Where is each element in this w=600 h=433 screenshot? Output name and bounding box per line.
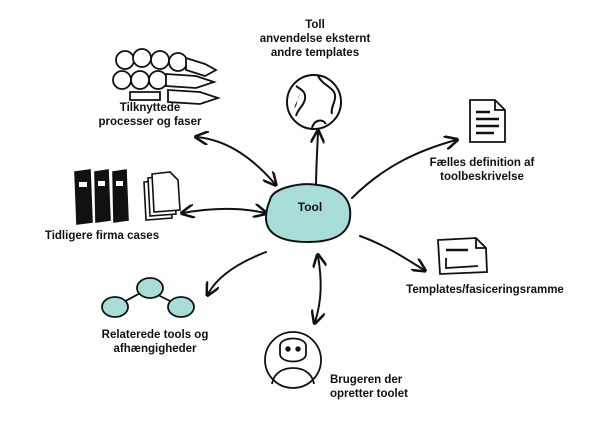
label-templates: Templates/fasiceringsramme [406,284,564,296]
connector-related [208,251,267,294]
network-icon [101,277,195,318]
connector-templates [359,235,424,270]
globe-icon [286,74,342,130]
label-definition: Fælles definition af toolbeskrivelse [429,157,535,183]
document-icon [469,99,506,143]
tool-hub-label: Tool [297,200,323,214]
connector-processes [197,137,275,184]
label-external: Toll anvendelse eksternt andre templates [259,19,371,59]
template-icon [437,237,488,275]
label-creator: Brugeren der opretter toolet [330,374,408,400]
connector-definition [351,140,456,199]
connector-creator [315,256,321,322]
connector-external [316,132,318,189]
connector-cases [183,209,265,213]
tool-hub-shape [264,183,352,244]
user-avatar-icon [264,331,322,389]
label-processes: Tilknyttede processer og faser [98,102,202,128]
process-flow-icon [112,48,221,105]
label-related: Relaterede tools og afhængigheder [101,329,209,355]
binders-icon [74,169,181,225]
label-cases: Tidligere firma cases [44,230,160,242]
